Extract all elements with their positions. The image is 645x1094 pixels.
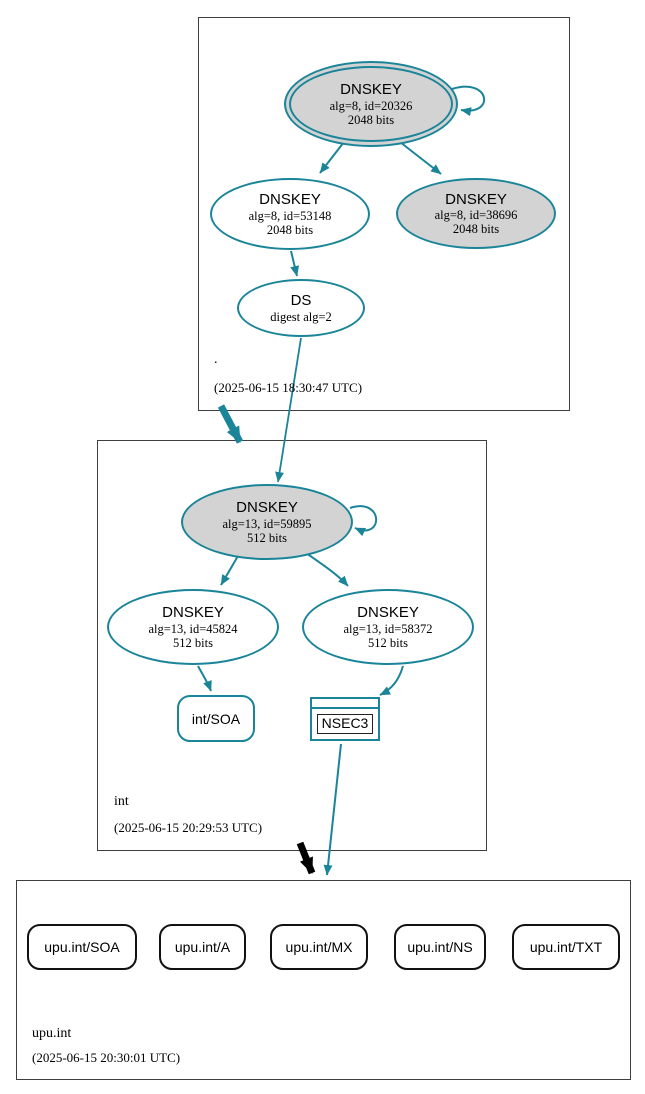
dnskey-bits: 512 bits — [173, 635, 213, 650]
dnskey-node-int-ksk-59895[interactable]: DNSKEY alg=13, id=59895 512 bits — [181, 484, 353, 560]
dnskey-title: DNSKEY — [259, 191, 321, 209]
zone-timestamp-int: (2025-06-15 20:29:53 UTC) — [114, 820, 263, 835]
dnskey-node-root-ksk-38696[interactable]: DNSKEY alg=8, id=38696 2048 bits — [396, 178, 556, 249]
dnskey-bits: 2048 bits — [347, 112, 395, 127]
rrset-node-upu-int-a[interactable]: upu.int/A — [159, 924, 246, 970]
ds-digest-alg: digest alg=2 — [270, 309, 332, 324]
dnskey-node-root-zsk-53148[interactable]: DNSKEY alg=8, id=53148 2048 bits — [210, 178, 370, 250]
dnskey-alg-id: alg=13, id=58372 — [343, 621, 433, 636]
zone-box-root — [198, 17, 570, 411]
nsec3-header-strip — [312, 699, 378, 709]
rrset-node-int-soa[interactable]: int/SOA — [177, 695, 255, 742]
dnskey-bits: 2048 bits — [452, 222, 500, 237]
rrset-label: upu.int/MX — [285, 939, 353, 955]
dnskey-node-root-ksk-20326[interactable]: DNSKEY alg=8, id=20326 2048 bits — [284, 61, 458, 147]
zone-timestamp-upu-int: (2025-06-15 20:30:01 UTC) — [32, 1050, 181, 1065]
dnskey-alg-id: alg=8, id=20326 — [329, 98, 413, 113]
nsec3-node[interactable]: NSEC3 — [310, 697, 380, 741]
edge-delegation-root-int — [217, 404, 244, 444]
dnskey-alg-id: alg=8, id=53148 — [248, 208, 332, 223]
zone-label-int: int — [114, 794, 129, 809]
dnskey-title: DNSKEY — [162, 604, 224, 622]
dnskey-title: DNSKEY — [340, 81, 402, 99]
rrset-node-upu-int-txt[interactable]: upu.int/TXT — [512, 924, 620, 970]
nsec3-label: NSEC3 — [316, 714, 374, 734]
dnskey-node-int-zsk-45824[interactable]: DNSKEY alg=13, id=45824 512 bits — [107, 589, 279, 665]
dnskey-node-int-zsk-58372[interactable]: DNSKEY alg=13, id=58372 512 bits — [302, 589, 474, 665]
rrset-label: upu.int/SOA — [44, 939, 120, 955]
rrset-label: int/SOA — [191, 710, 241, 727]
dnskey-title: DNSKEY — [236, 499, 298, 517]
ds-title: DS — [290, 292, 312, 310]
rrset-label: upu.int/A — [174, 939, 231, 955]
rrset-node-upu-int-mx[interactable]: upu.int/MX — [270, 924, 368, 970]
rrset-label: upu.int/TXT — [529, 939, 603, 955]
dnskey-title: DNSKEY — [445, 190, 507, 208]
zone-label-root: . — [214, 352, 218, 367]
dnskey-bits: 2048 bits — [266, 222, 314, 237]
zone-label-upu-int: upu.int — [32, 1026, 72, 1041]
zone-box-upu-int — [16, 880, 631, 1080]
zone-timestamp-root: (2025-06-15 18:30:47 UTC) — [214, 380, 363, 395]
dnskey-bits: 512 bits — [247, 530, 287, 545]
dnskey-alg-id: alg=13, id=59895 — [222, 516, 312, 531]
dnskey-alg-id: alg=13, id=45824 — [148, 621, 238, 636]
rrset-label: upu.int/NS — [407, 939, 473, 955]
dnskey-title: DNSKEY — [357, 604, 419, 622]
rrset-node-upu-int-soa[interactable]: upu.int/SOA — [27, 924, 137, 970]
rrset-node-upu-int-ns[interactable]: upu.int/NS — [394, 924, 486, 970]
ds-node-root[interactable]: DS digest alg=2 — [237, 279, 365, 337]
dnskey-bits: 512 bits — [368, 635, 408, 650]
dnskey-alg-id: alg=8, id=38696 — [434, 208, 518, 223]
nsec3-body: NSEC3 — [312, 709, 378, 739]
